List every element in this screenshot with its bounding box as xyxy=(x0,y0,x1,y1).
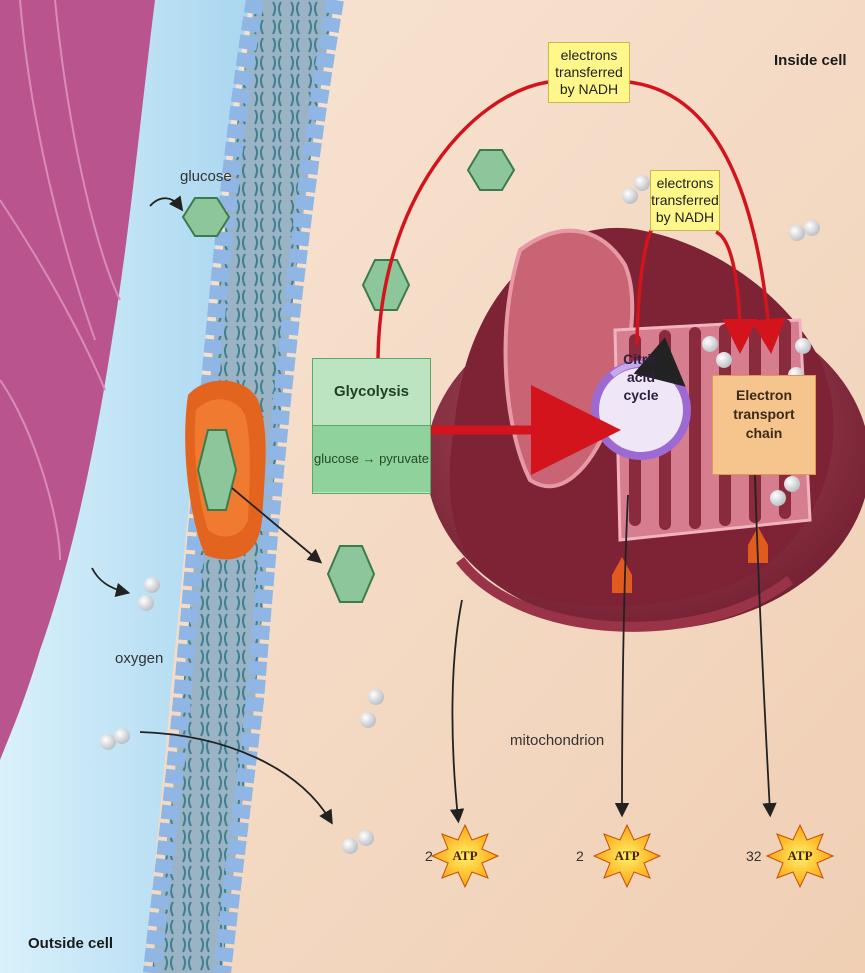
citric-acid-cycle-line: acid xyxy=(603,368,679,386)
glycolysis-title: Glycolysis xyxy=(313,359,430,426)
atp-count-etc: 32 xyxy=(746,848,762,864)
atp-count-glycolysis: 2 xyxy=(425,848,433,864)
outside-cell-label: Outside cell xyxy=(28,935,113,952)
nadh-box-1: electrons transferred by NADH xyxy=(548,42,630,103)
glycolysis-box: Glycolysis glucose → pyruvate xyxy=(312,358,431,494)
etc-line: Electron xyxy=(713,386,815,405)
nadh-box-2-line: by NADH xyxy=(651,209,719,226)
atp-label-citric-acid: ATP xyxy=(607,848,647,864)
atp-label-glycolysis: ATP xyxy=(445,848,485,864)
atp-label-etc: ATP xyxy=(780,848,820,864)
inside-cell-label: Inside cell xyxy=(774,52,847,69)
citric-acid-cycle-line: Citric xyxy=(603,350,679,368)
citric-acid-cycle-line: cycle xyxy=(603,386,679,404)
nadh-box-1-line: electrons xyxy=(549,47,629,64)
nadh-box-1-line: by NADH xyxy=(549,81,629,98)
nadh-box-2-line: electrons xyxy=(651,175,719,192)
electron-transport-chain-box: Electron transport chain xyxy=(712,375,816,475)
atp-count-citric-acid: 2 xyxy=(576,848,584,864)
etc-line: chain xyxy=(713,424,815,443)
mitochondrion-label: mitochondrion xyxy=(510,732,604,749)
oxygen-label: oxygen xyxy=(115,650,163,667)
glycolysis-reaction: glucose → pyruvate xyxy=(313,426,430,492)
nadh-box-2-line: transferred xyxy=(651,192,719,209)
nadh-box-2: electrons transferred by NADH xyxy=(650,170,720,231)
citric-acid-cycle-label: Citric acid cycle xyxy=(603,350,679,404)
glucose-label: glucose xyxy=(180,168,232,185)
nadh-box-1-line: transferred xyxy=(549,64,629,81)
etc-line: transport xyxy=(713,405,815,424)
